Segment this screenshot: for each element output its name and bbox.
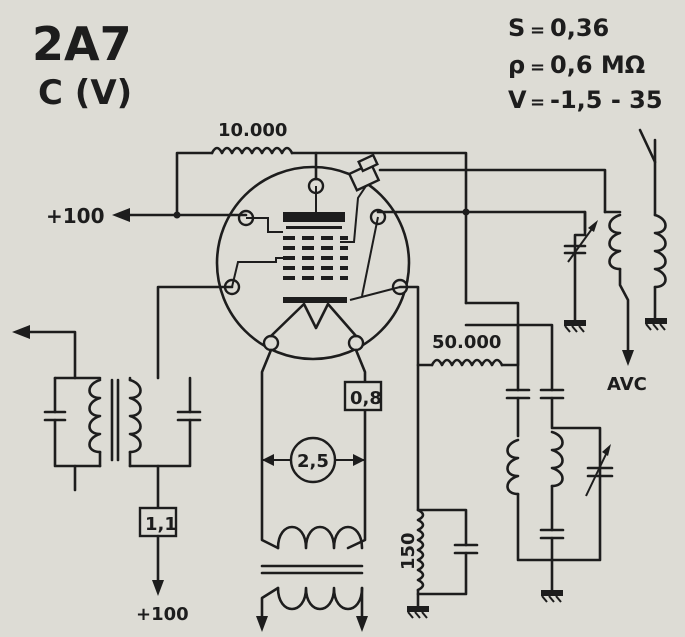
screen-current-label: 1,1 (145, 514, 177, 535)
tube-envelope (215, 165, 411, 361)
cathode (283, 297, 347, 303)
resistor-50000: 50.000 (398, 285, 520, 367)
r-plate-label: 10.000 (218, 120, 287, 141)
heater-voltage-circle (289, 436, 337, 484)
spec-rho-symbol: ρ (508, 51, 525, 79)
cathode-network: 150 (398, 363, 479, 619)
spec-v-eq: = (530, 92, 545, 113)
spec-s-value: 0,36 (550, 14, 609, 42)
spec-v-value: -1,5 - 35 (550, 86, 663, 114)
spec-list: S = 0,36 ρ = 0,6 MΩ V = -1,5 - 35 (508, 14, 663, 114)
resistor-10000: 10.000 (175, 120, 468, 305)
screen-current-box (138, 506, 178, 538)
spec-s-symbol: S (508, 14, 525, 42)
tube-type: 2A7 (32, 17, 132, 71)
antenna-coil-group: AVC (563, 128, 667, 395)
plus100-left-label: +100 (46, 204, 105, 228)
r-grid-label: 50.000 (432, 332, 501, 353)
heater-voltage-label: 2,5 (297, 451, 329, 472)
plus100-bottom-label: +100 (136, 604, 189, 625)
spec-v-symbol: V (508, 86, 527, 114)
spec-s-eq: = (530, 20, 545, 41)
pin-bottom-left (262, 334, 280, 352)
heater-filament (269, 302, 358, 338)
grid-lead (378, 168, 607, 214)
r-cathode-label: 150 (398, 532, 419, 570)
tube-electrodes (231, 185, 401, 338)
pin-bottom-right (347, 334, 365, 352)
anode-plate (283, 212, 345, 222)
spec-rho-value: 0,6 MΩ (550, 51, 645, 79)
top-cap (347, 153, 381, 192)
heater-current-label: 0,8 (350, 388, 382, 409)
avc-label: AVC (607, 374, 647, 395)
plus100-left-terminal: +100 (46, 204, 248, 228)
heater-current-box (343, 380, 383, 412)
oscillator-network (464, 301, 614, 603)
osc-lead (376, 210, 587, 232)
tube-base: C (V) (38, 73, 132, 113)
heater-leads: 0,8 2,5 (256, 348, 383, 632)
if-transformer: 1,1 +100 (12, 285, 234, 625)
spec-rho-eq: = (530, 57, 545, 78)
